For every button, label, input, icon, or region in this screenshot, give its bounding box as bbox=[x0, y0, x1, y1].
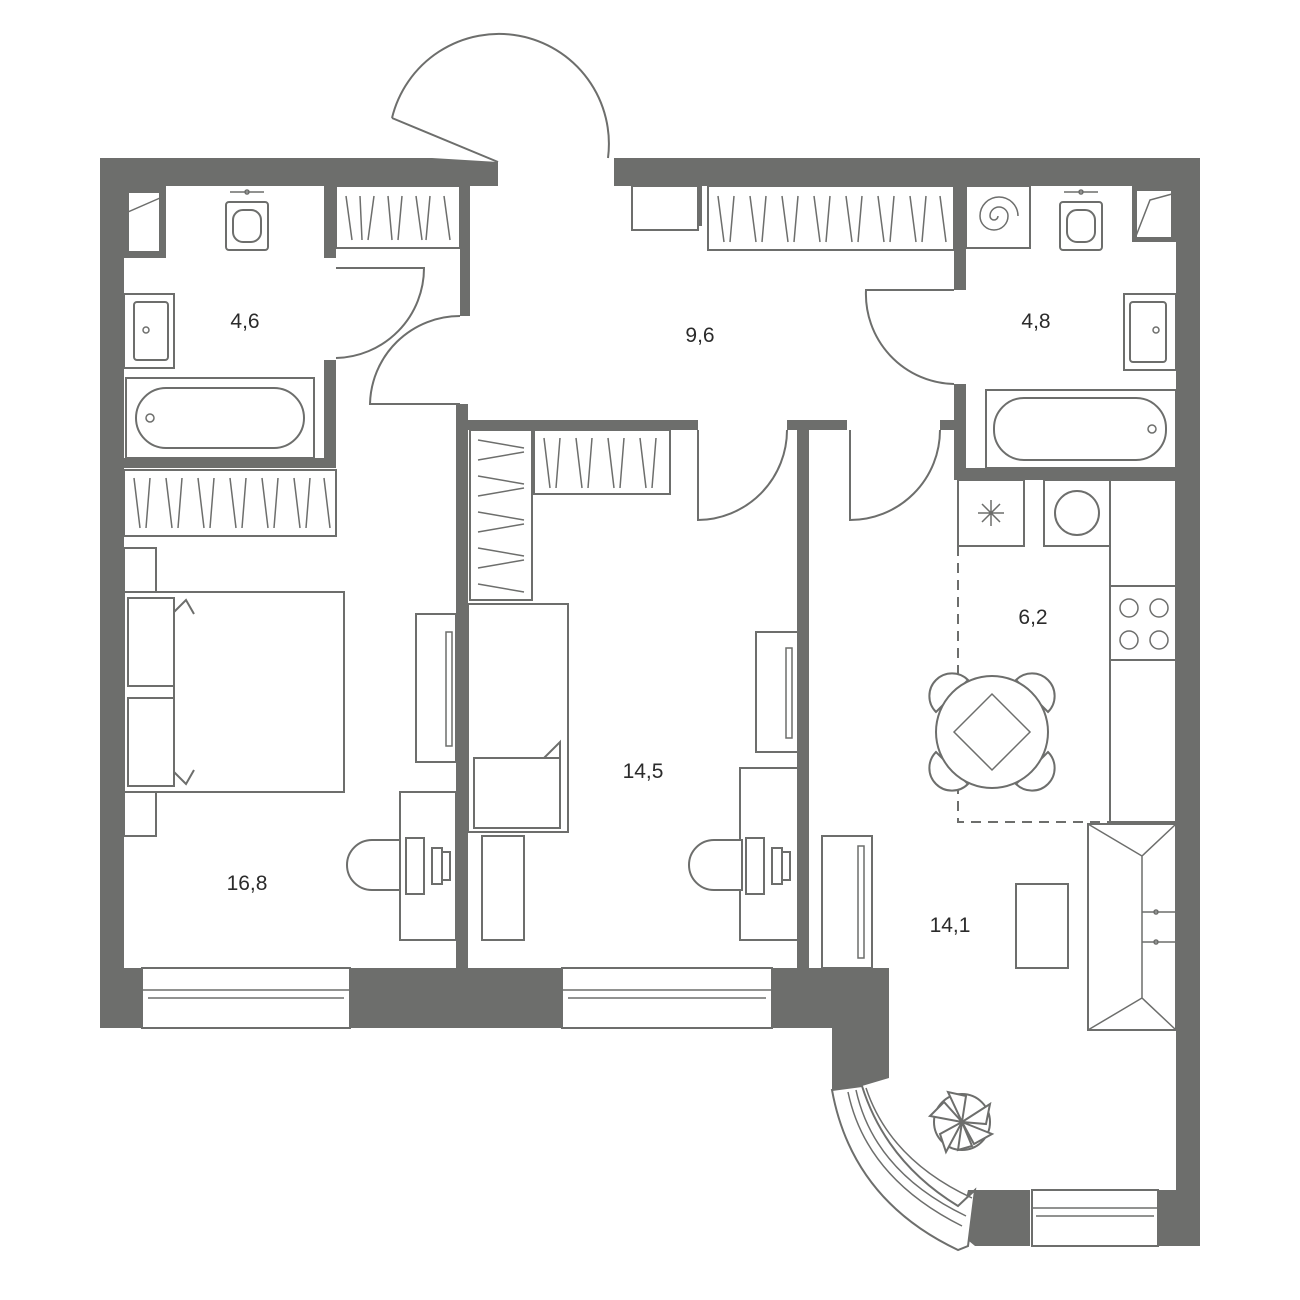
washing-machine-icon bbox=[1043, 479, 1111, 547]
desk-icon bbox=[739, 767, 799, 941]
bathroom-1: 4,6 bbox=[123, 189, 315, 459]
entrance-door-icon bbox=[391, 32, 610, 163]
wardrobe-icon bbox=[533, 429, 671, 495]
bay-window-icon bbox=[830, 1084, 977, 1252]
shower-tray-icon bbox=[1135, 189, 1173, 239]
room-area-label: 16,8 bbox=[227, 872, 268, 895]
bedroom-2: 14,5 bbox=[467, 429, 799, 941]
cooktop-icon bbox=[1109, 585, 1177, 661]
sofa-icon bbox=[1087, 823, 1177, 1031]
tv-icon bbox=[415, 613, 457, 763]
chair-icon bbox=[346, 839, 401, 891]
door-swing-icon bbox=[335, 267, 955, 522]
fridge-icon bbox=[957, 479, 1025, 547]
bathtub-icon bbox=[125, 377, 315, 459]
room-area-label: 6,2 bbox=[1018, 606, 1047, 629]
walls bbox=[100, 158, 1200, 1246]
plant-icon bbox=[927, 1090, 995, 1155]
bathtub-icon bbox=[985, 389, 1177, 469]
bathroom-2: 4,8 bbox=[965, 185, 1177, 469]
room-area-label: 4,6 bbox=[230, 310, 259, 333]
desk-icon bbox=[399, 791, 457, 941]
wardrobe-icon bbox=[335, 185, 461, 249]
wardrobe-icon bbox=[469, 429, 533, 601]
shower-tray-icon bbox=[127, 191, 161, 253]
bedroom-1: 16,8 bbox=[123, 469, 457, 941]
wardrobe-icon bbox=[123, 469, 337, 537]
sink-icon bbox=[123, 293, 175, 369]
room-area-label: 14,1 bbox=[930, 914, 971, 937]
kitchen: 6,2 bbox=[928, 479, 1177, 823]
window-icon bbox=[141, 967, 351, 1029]
washing-machine-icon bbox=[965, 185, 1031, 249]
toilet-icon bbox=[225, 189, 269, 251]
sink-icon bbox=[1123, 293, 1177, 371]
living-room: 14,1 bbox=[821, 823, 1177, 1155]
room-area-label: 4,8 bbox=[1021, 310, 1050, 333]
chair-icon bbox=[688, 839, 743, 891]
bed-icon bbox=[123, 547, 345, 837]
hallway: 9,6 bbox=[335, 185, 955, 347]
room-area-label: 9,6 bbox=[685, 324, 714, 347]
coffee-table-icon bbox=[1015, 883, 1069, 969]
room-area-label: 14,5 bbox=[623, 760, 664, 783]
tv-icon bbox=[755, 631, 799, 753]
window-icon bbox=[561, 967, 773, 1029]
shoe-cabinet bbox=[631, 185, 699, 231]
window-icon bbox=[1031, 1189, 1159, 1247]
dining-table-icon bbox=[928, 672, 1056, 792]
wardrobe-icon bbox=[707, 185, 955, 251]
bed-icon bbox=[467, 603, 569, 941]
tv-icon bbox=[821, 835, 873, 969]
toilet-icon bbox=[1059, 189, 1103, 251]
